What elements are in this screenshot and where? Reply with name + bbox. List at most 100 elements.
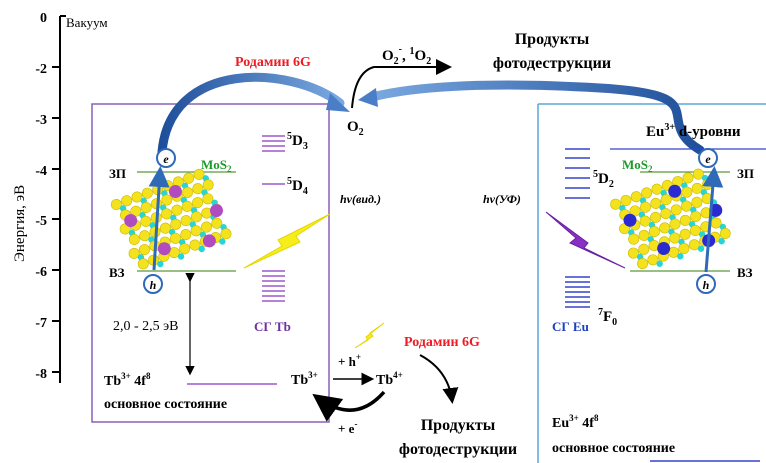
sulfur-atom [690, 211, 702, 223]
sulfur-atom [639, 215, 651, 227]
sulfur-atom [192, 197, 204, 209]
sulfur-atom [190, 225, 202, 237]
dopant-atom [668, 184, 682, 198]
svg-text:O2: O2 [347, 119, 364, 138]
sulfur-atom [638, 229, 650, 241]
products-top-line2: фотодеструкции [493, 55, 611, 72]
sulfur-atom [669, 218, 681, 230]
tb-level-5d3-label: 5D3 [287, 131, 308, 152]
sulfur-atom [681, 200, 693, 212]
sulfur-atom [190, 211, 202, 223]
energy-axis: 0 -2 -3 -4 -5 -6 -7 -8 Вакуум Энергия, э… [12, 11, 108, 383]
tb-small-bolt [354, 322, 385, 349]
sulfur-atom [192, 183, 204, 195]
rhodamine-bottom-label: Родамин 6G [404, 335, 480, 350]
molybdenum-atom [697, 245, 705, 252]
eu-level-7f0-label: 7F0 [598, 307, 617, 328]
eu-7f-levels [565, 276, 590, 308]
sulfur-atom [669, 232, 681, 244]
sulfur-atom [121, 195, 133, 207]
sulfur-atom [628, 233, 640, 245]
sulfur-atom [691, 196, 703, 208]
tb-ground-line1: Tb3+ 4f8 [104, 371, 151, 389]
svg-text:h: h [150, 278, 157, 292]
axis-ticks [52, 66, 60, 373]
sulfur-atom [170, 218, 182, 230]
sulfur-atom [660, 194, 672, 206]
molybdenum-atom [656, 260, 663, 267]
tb-vb-label: ВЗ [109, 265, 125, 280]
molybdenum-atom [677, 253, 684, 260]
tb-electron-to-o2-arrowhead [326, 93, 350, 112]
products-bottom-line1: Продукты [421, 417, 496, 434]
molybdenum-atom [198, 245, 205, 253]
dopant-atom [168, 185, 182, 199]
sulfur-atom [648, 226, 660, 238]
eu-cb-label: ЗП [737, 166, 754, 181]
eu-d-levels-label: Eu3+ d-уровни [646, 122, 741, 140]
eu-ground-line1: Eu3+ 4f8 [552, 413, 599, 431]
axis-title: Энергия, эВ [12, 185, 28, 262]
dopant-atom [157, 242, 171, 256]
sulfur-atom [110, 199, 122, 211]
tb-cb-label: ЗП [109, 166, 126, 181]
sulfur-atom [169, 232, 181, 244]
o2-label: O2 [347, 119, 364, 138]
dopant-atom [202, 234, 216, 248]
molybdenum-atom [718, 237, 725, 245]
tick-label-minus7: -7 [35, 316, 47, 331]
sulfur-atom [171, 204, 183, 216]
sulfur-atom [128, 247, 140, 259]
eu-uv-light-bolt [545, 211, 626, 269]
sulfur-atom [202, 179, 214, 191]
sulfur-atom [638, 243, 650, 255]
eu-level-5d2-label: 5D2 [593, 169, 614, 190]
sulfur-atom [140, 201, 152, 213]
sulfur-atom [660, 208, 672, 220]
eu-5d-levels [565, 148, 590, 199]
sulfur-atom [620, 194, 632, 206]
tb4-to-products-arrow [419, 354, 459, 404]
tb-sg-label: СГ Tb [254, 319, 291, 334]
tb-level-5d4-label: 5D4 [287, 176, 308, 197]
tick-label-minus8: -8 [35, 367, 47, 382]
sulfur-atom [630, 191, 642, 203]
molybdenum-atom [177, 253, 185, 260]
eu-electron-to-o2-arrowhead [358, 88, 378, 107]
eu-sg-label: СГ Eu [552, 319, 589, 334]
sulfur-atom [678, 243, 690, 255]
sulfur-atom [181, 200, 193, 212]
dopant-atom [623, 213, 637, 227]
tb-mos2-crystal [110, 168, 232, 270]
o2-to-radicals-arrow [351, 59, 452, 109]
sulfur-atom [180, 215, 192, 227]
sulfur-atom [159, 222, 171, 234]
tick-label-minus2: -2 [35, 62, 47, 77]
products-bottom-line2: фотодеструкции [399, 441, 517, 458]
eu-excitation-arrow [702, 166, 724, 273]
eu-electron-to-o2-arrow [367, 80, 705, 155]
sulfur-atom [679, 228, 691, 240]
sulfur-atom [180, 229, 192, 241]
sulfur-atom [719, 227, 731, 239]
dopant-atom [124, 214, 138, 228]
sulfur-atom [670, 204, 682, 216]
tb-mos2-label: MoS2 [201, 157, 232, 174]
sulfur-atom [211, 217, 223, 229]
tb-excitation-arrow [148, 166, 170, 271]
tick-label-minus6: -6 [35, 265, 47, 280]
sulfur-atom [181, 186, 193, 198]
tb-5d3-levels [262, 135, 285, 185]
tb-ground-line2: основное состояние [104, 397, 227, 412]
tb-electron: e [156, 148, 176, 168]
plus-h-label: + h+ [338, 352, 361, 369]
sulfur-atom [193, 168, 205, 180]
sulfur-atom [130, 205, 142, 217]
eu-hole: h [696, 274, 716, 294]
sulfur-atom [688, 239, 700, 251]
sulfur-atom [140, 215, 152, 227]
sulfur-atom [610, 198, 622, 210]
tb4-label: Tb4+ [376, 370, 403, 388]
sulfur-atom [202, 193, 214, 205]
